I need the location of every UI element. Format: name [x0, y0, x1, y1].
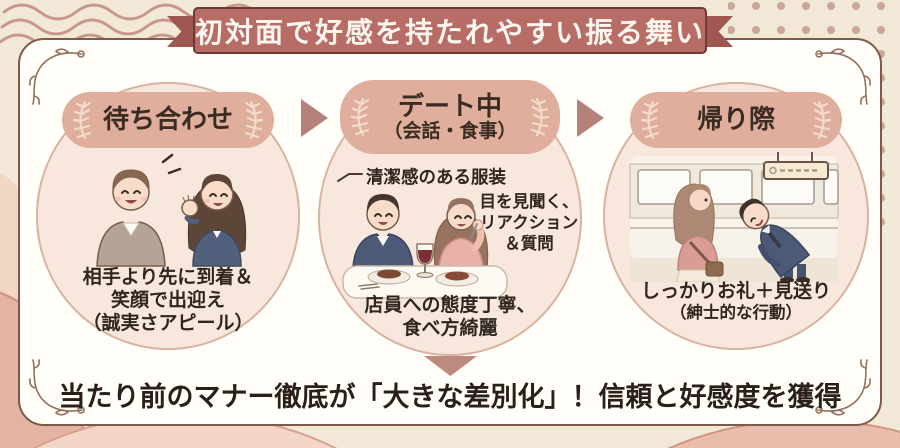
laurel-icon — [244, 100, 264, 140]
step-caption-leaving: しっかりお礼＋見送り （紳士的な行動） — [640, 281, 831, 322]
laurel-icon — [812, 100, 832, 140]
station-bow-illustration — [629, 152, 839, 282]
wine-glass-icon — [416, 243, 434, 278]
woman-figure — [433, 198, 489, 277]
note-eye-contact: 目を見聞く、 リアクション ＆質問 — [479, 193, 579, 253]
woman-figure — [673, 183, 724, 282]
step-panel-meetup: 待ち合わせ — [33, 80, 303, 370]
dinner-table — [342, 243, 508, 299]
leader-line-icon — [337, 172, 363, 182]
laurel-icon — [350, 97, 370, 137]
bowing-man-figure — [739, 198, 811, 282]
step-header-leaving: 帰り際 — [630, 92, 842, 148]
page-title: 初対面で好感を持たれやすい振る舞い — [193, 7, 707, 54]
note-clean-clothes: 清潔感のある服装 — [337, 164, 506, 189]
laurel-icon — [640, 100, 660, 140]
dining-illustration — [342, 194, 508, 299]
man-figure — [352, 194, 414, 269]
step-title: デート中 — [397, 90, 502, 121]
step-title: 待ち合わせ — [102, 104, 233, 135]
step-header-during-date: デート中 （会話・食事） — [340, 80, 560, 154]
laurel-icon — [72, 100, 92, 140]
step-caption-during-date: 店員への態度丁寧、 食べ方綺麗 — [364, 295, 536, 339]
woman-figure — [181, 174, 247, 267]
greeting-illustration — [96, 153, 247, 267]
step-panel-during-date: デート中 （会話・食事） 清潔感のある服装 — [315, 78, 585, 378]
emphasis-marks-icon — [161, 153, 182, 175]
step-caption-meetup: 相手より先に到着＆ 笑顔で出迎え （誠実さアピール） — [82, 267, 254, 334]
man-figure — [96, 169, 166, 267]
step-title: 帰り際 — [696, 104, 775, 135]
station-sign-icon — [763, 152, 829, 180]
step-subtitle: （会話・食事） — [383, 120, 517, 142]
laurel-icon — [530, 97, 550, 137]
step-panel-leaving: 帰り際 — [600, 80, 872, 370]
title-ribbon-banner: 初対面で好感を持たれやすい振る舞い — [167, 7, 733, 54]
conclusion-text: 当たり前のマナー徹底が「大きな差別化」！信頼と好感度を獲得 — [58, 382, 842, 412]
step-header-meetup: 待ち合わせ — [62, 92, 274, 148]
